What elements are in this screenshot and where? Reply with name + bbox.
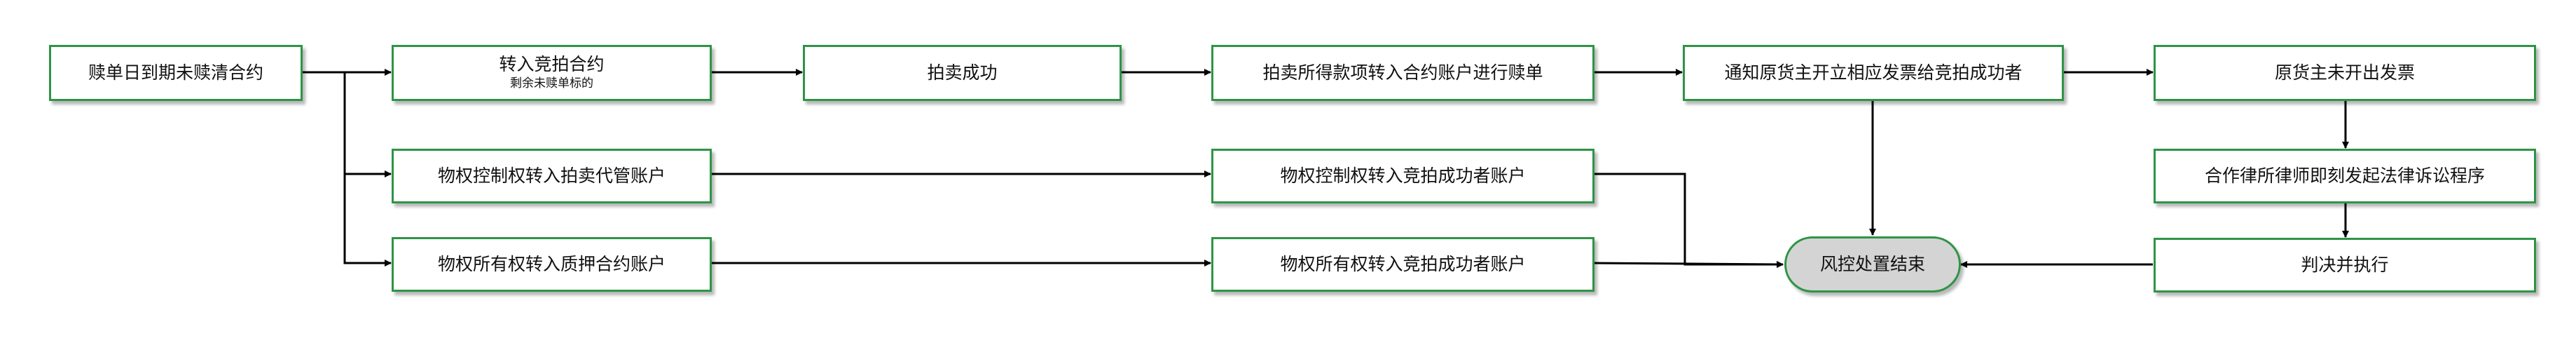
- node-auction-success: 拍卖成功: [803, 45, 1122, 101]
- node-control-winner: 物权控制权转入竞拍成功者账户: [1211, 149, 1594, 203]
- node-judgment-label: 判决并执行: [2301, 254, 2389, 275]
- node-control-custody-label: 物权控制权转入拍卖代管账户: [437, 165, 666, 186]
- node-lawsuit-label: 合作律所律师即刻发起法律诉讼程序: [2204, 165, 2485, 186]
- node-start: 赎单日到期未赎清合约: [49, 45, 303, 101]
- node-transfer-auction-label: 转入竞拍合约: [499, 54, 605, 75]
- node-control-winner-label: 物权控制权转入竞拍成功者账户: [1280, 165, 1526, 186]
- edge-control-winner-to-end: [1594, 173, 1784, 268]
- node-transfer-auction: 转入竞拍合约 剩余未赎单标的: [392, 45, 712, 101]
- edge-ownership-winner-to-end: [1594, 260, 1784, 268]
- node-auction-success-label: 拍卖成功: [927, 62, 998, 83]
- node-start-label: 赎单日到期未赎清合约: [88, 62, 263, 83]
- node-control-custody: 物权控制权转入拍卖代管账户: [392, 149, 712, 203]
- node-ownership-pledge-label: 物权所有权转入质押合约账户: [437, 253, 666, 274]
- node-notify-invoice-label: 通知原货主开立相应发票给竞拍成功者: [1724, 62, 2023, 83]
- node-no-invoice-label: 原货主未开出发票: [2274, 62, 2415, 83]
- node-end-label: 风控处置结束: [1819, 253, 1925, 274]
- edge-start-to-control-custody: [343, 72, 392, 177]
- node-end: 风控处置结束: [1784, 236, 1961, 292]
- node-no-invoice: 原货主未开出发票: [2154, 45, 2536, 101]
- node-ownership-winner: 物权所有权转入竞拍成功者账户: [1211, 237, 1594, 292]
- node-ownership-winner-label: 物权所有权转入竞拍成功者账户: [1280, 253, 1526, 274]
- node-notify-invoice: 通知原货主开立相应发票给竞拍成功者: [1683, 45, 2064, 101]
- edge-start-to-ownership-pledge: [343, 174, 392, 267]
- node-transfer-auction-sublabel: 剩余未赎单标的: [510, 76, 593, 91]
- node-lawsuit: 合作律所律师即刻发起法律诉讼程序: [2154, 149, 2536, 203]
- node-judgment: 判决并执行: [2154, 238, 2536, 292]
- node-proceeds-redeem-label: 拍卖所得款项转入合约账户进行赎单: [1262, 62, 1543, 83]
- node-ownership-pledge: 物权所有权转入质押合约账户: [392, 237, 712, 292]
- node-proceeds-redeem: 拍卖所得款项转入合约账户进行赎单: [1211, 45, 1594, 101]
